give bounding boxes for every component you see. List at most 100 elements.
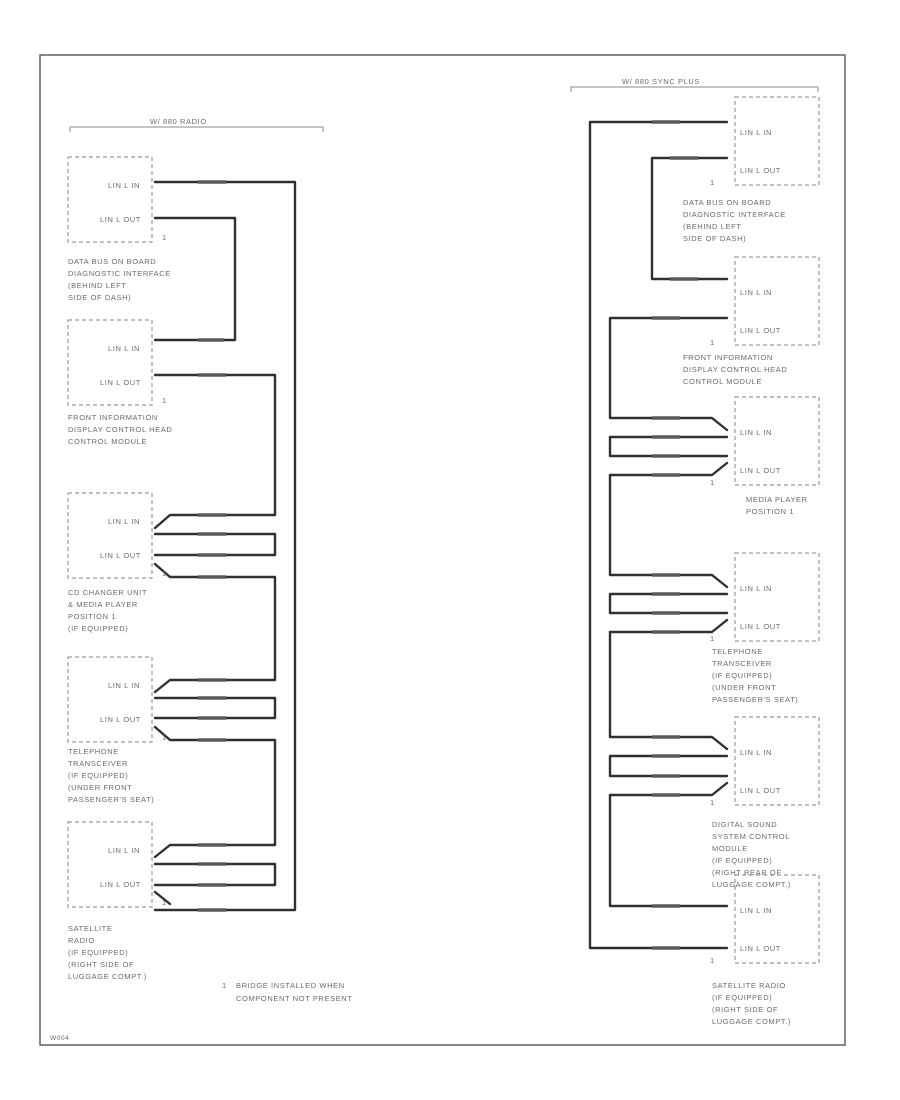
bridge-wire-right-2 <box>608 316 729 432</box>
module-description-line: CONTROL MODULE <box>683 377 762 386</box>
bridge-marker: 1 <box>710 178 715 187</box>
bridge-marker: 1 <box>162 898 167 907</box>
module-description-line: FRONT INFORMATION <box>683 353 773 362</box>
module-description-line: TRANSCEIVER <box>712 659 772 668</box>
module-box-left-1 <box>67 156 153 243</box>
lin-out-label: LIN L OUT <box>740 466 781 475</box>
module-description-line: MODULE <box>712 844 748 853</box>
lin-in-label: LIN L IN <box>108 517 140 526</box>
bridge-wire-right-5 <box>608 781 729 908</box>
bridge-marker: 1 <box>710 956 715 965</box>
bridge-marker: 1 <box>710 798 715 807</box>
module-description-line: CD CHANGER UNIT <box>68 588 147 597</box>
lin-wires <box>153 120 729 950</box>
lin-in-label: LIN L IN <box>108 181 140 190</box>
lin-in-label: LIN L IN <box>740 288 772 297</box>
bridge-wire-left-2 <box>153 373 277 530</box>
module-box-left-5 <box>67 821 153 908</box>
lin-out-label: LIN L OUT <box>100 551 141 560</box>
figure-code: W004 <box>50 1035 69 1042</box>
bridge-loop-left-5 <box>153 862 277 887</box>
right-section-header: W/ 880 SYNC PLUS <box>570 77 819 92</box>
module-description-line: (IF EQUIPPED) <box>68 948 128 957</box>
module-description-line: DIAGNOSTIC INTERFACE <box>683 210 786 219</box>
module-description-line: DIGITAL SOUND <box>712 820 777 829</box>
lin-out-label: LIN L OUT <box>740 786 781 795</box>
module-box-left-3 <box>67 492 153 579</box>
bridge-wire-right-4 <box>608 618 729 751</box>
lin-in-label: LIN L IN <box>740 906 772 915</box>
left-section-header: W/ 880 RADIO <box>69 117 324 132</box>
bridge-loop-right-5 <box>608 754 729 778</box>
module-description-line: (IF EQUIPPED) <box>68 624 128 633</box>
module-description-line: DIAGNOSTIC INTERFACE <box>68 269 171 278</box>
bridge-marker: 1 <box>162 733 167 742</box>
module-box-right-3 <box>734 396 820 486</box>
module-description-line: POSITION 1 <box>68 612 116 621</box>
bridge-loop-right-4 <box>608 592 729 615</box>
module-description-line: (RIGHT REAR OF <box>712 868 782 877</box>
bridge-marker: 1 <box>162 569 167 578</box>
module-description-line: MEDIA PLAYER <box>746 495 808 504</box>
module-description-line: LUGGAGE COMPT.) <box>68 972 147 981</box>
module-description-line: CONTROL MODULE <box>68 437 147 446</box>
module-description-line: SIDE OF DASH) <box>68 293 131 302</box>
module-description-line: (IF EQUIPPED) <box>712 671 772 680</box>
module-description-line: FRONT INFORMATION <box>68 413 158 422</box>
module-box-left-2 <box>67 319 153 406</box>
diagram-frame <box>39 54 846 1046</box>
module-description-line: POSITION 1 <box>746 507 794 516</box>
module-description-line: (UNDER FRONT <box>68 783 132 792</box>
module-description-line: (UNDER FRONT <box>712 683 776 692</box>
module-description-line: SIDE OF DASH) <box>683 234 746 243</box>
bridge-loop-right-3 <box>608 435 729 458</box>
module-description-line: PASSENGER'S SEAT) <box>68 795 154 804</box>
lin-out-label: LIN L OUT <box>740 326 781 335</box>
module-box-right-6 <box>734 874 820 964</box>
module-description-line: LUGGAGE COMPT.) <box>712 880 791 889</box>
module-description-line: (IF EQUIPPED) <box>712 993 772 1002</box>
lin-in-label: LIN L IN <box>740 428 772 437</box>
module-description-line: & MEDIA PLAYER <box>68 600 138 609</box>
module-box-right-4 <box>734 552 820 642</box>
lin-out-label: LIN L OUT <box>740 622 781 631</box>
bridge-marker: 1 <box>710 478 715 487</box>
module-description-line: RADIO <box>68 936 95 945</box>
module-description-line: PASSENGER'S SEAT) <box>712 695 798 704</box>
legend-line-2: COMPONENT NOT PRESENT <box>236 994 353 1003</box>
module-description-line: DISPLAY CONTROL HEAD <box>68 425 172 434</box>
lin-out-label: LIN L OUT <box>100 715 141 724</box>
module-description-line: (IF EQUIPPED) <box>712 856 772 865</box>
bridge-marker: 1 <box>162 233 167 242</box>
module-box-right-2 <box>734 256 820 346</box>
bridge-loop-left-4 <box>153 696 277 720</box>
module-description-line: LUGGAGE COMPT.) <box>712 1017 791 1026</box>
module-description-line: TELEPHONE <box>712 647 763 656</box>
module-description-line: DATA BUS ON BOARD <box>68 257 156 266</box>
module-box-right-5 <box>734 716 820 806</box>
module-box-left-4 <box>67 656 153 743</box>
module-description-line: TRANSCEIVER <box>68 759 128 768</box>
legend-marker: 1 <box>222 981 227 990</box>
module-description-line: TELEPHONE <box>68 747 119 756</box>
lin-out-label: LIN L OUT <box>100 215 141 224</box>
module-description-line: SYSTEM CONTROL <box>712 832 790 841</box>
module-description-line: SATELLITE RADIO <box>712 981 786 990</box>
module-description-line: DISPLAY CONTROL HEAD <box>683 365 787 374</box>
left-section-title: W/ 880 RADIO <box>150 117 207 126</box>
legend: 1 BRIDGE INSTALLED WHEN COMPONENT NOT PR… <box>222 981 353 1003</box>
lin-in-label: LIN L IN <box>108 681 140 690</box>
lin-out-label: LIN L OUT <box>740 944 781 953</box>
module-description-line: (RIGHT SIDE OF <box>712 1005 778 1014</box>
module-box-right-1 <box>734 96 820 186</box>
lin-in-label: LIN L IN <box>740 584 772 593</box>
module-description-line: (RIGHT SIDE OF <box>68 960 134 969</box>
lin-out-label: LIN L OUT <box>100 880 141 889</box>
right-section-title: W/ 880 SYNC PLUS <box>622 77 700 86</box>
module-description-line: SATELLITE <box>68 924 112 933</box>
legend-line-1: BRIDGE INSTALLED WHEN <box>236 981 345 990</box>
bridge-loop-left-3 <box>153 532 277 557</box>
lin-in-label: LIN L IN <box>108 344 140 353</box>
